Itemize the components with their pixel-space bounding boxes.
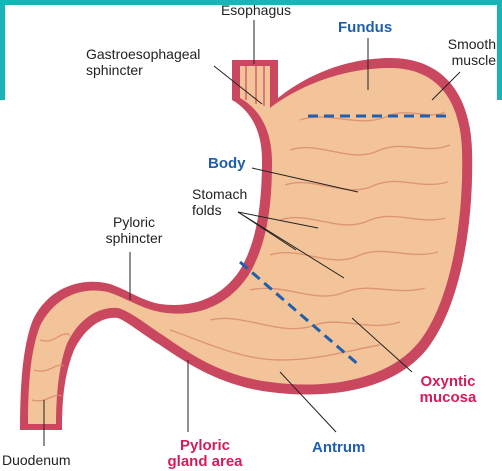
leader-lines [43,20,461,446]
label-oxyntic-line2: mucosa [419,389,477,406]
label-stomach-folds-line1: Stomach [192,186,248,202]
label-pyloric-sphincter: Pyloric sphincter [86,214,182,246]
label-pyloric-gland-line1: Pyloric [179,437,231,454]
body-antrum-divider [239,260,361,368]
label-smooth-muscle-line1: Smooth [447,36,496,52]
label-pyloric-gland-line2: gland area [167,453,243,470]
label-oxyntic-line1: Oxyntic [420,373,476,390]
label-fundus: Fundus [338,19,393,36]
label-smooth-muscle-line2: muscle [451,52,496,68]
fold-texture [31,111,451,402]
label-stomach-folds-line2: folds [192,202,222,218]
label-pyloric-sphincter-line2: sphincter [105,230,163,246]
stomach-mucosa [28,66,463,424]
label-gastroesophageal-sphincter: Gastroesophageal sphincter [86,46,200,78]
label-antrum: Antrum [312,439,366,456]
label-pyloric-sphincter-line1: Pyloric [112,214,155,230]
label-esophagus: Esophagus [220,2,292,18]
label-duodenum: Duodenum [2,452,71,468]
label-body: Body [208,155,246,172]
label-pyloric-gland-area: Pyloric gland area [150,438,260,470]
esophagus-texture [245,66,265,106]
label-oxyntic-mucosa: Oxyntic mucosa [400,374,496,406]
header-frame [0,0,502,100]
label-stomach-folds: Stomach folds [192,186,247,218]
label-smooth-muscle: Smooth muscle [400,36,496,68]
label-gastroesophageal-line2: sphincter [86,62,143,78]
label-gastroesophageal-line1: Gastroesophageal [86,46,201,62]
